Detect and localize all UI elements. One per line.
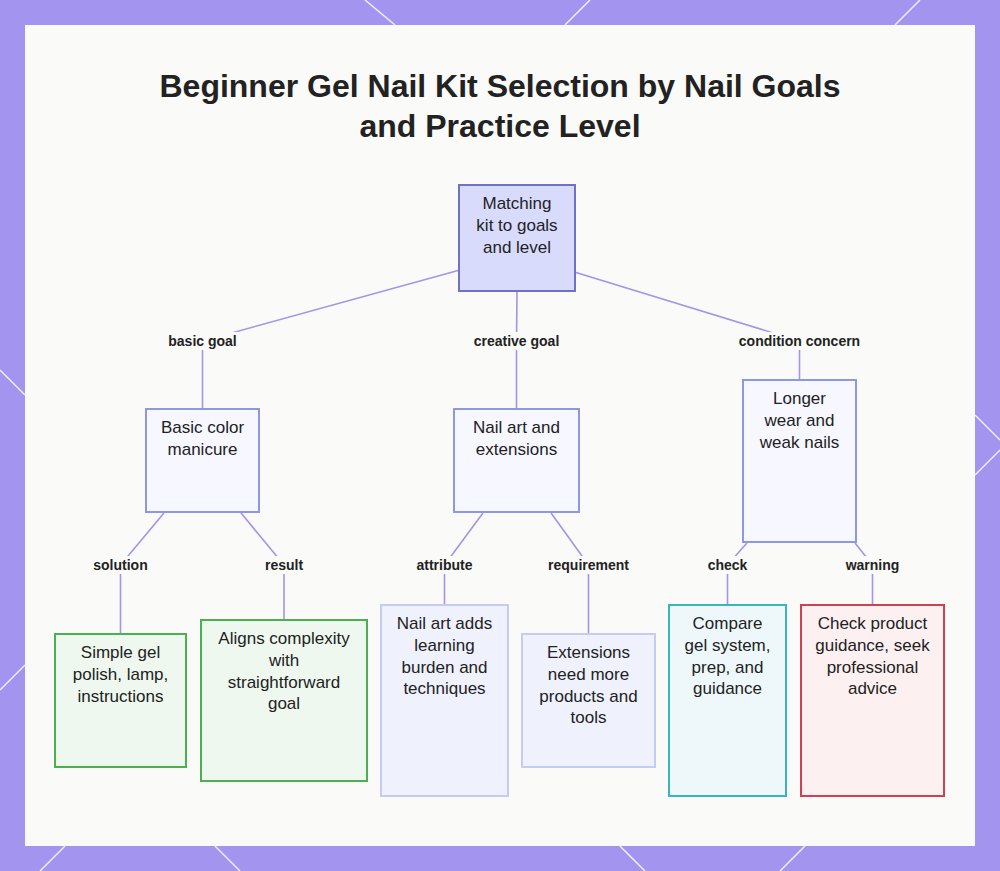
- process-box: Basic color manicure: [145, 408, 260, 513]
- process-box: Extensions need more products and tools: [521, 633, 656, 768]
- decor-line: [895, 0, 920, 25]
- decor-line: [565, 0, 590, 25]
- node-text: Compare gel system, prep, and guidance: [680, 613, 775, 700]
- edge-label: result: [262, 556, 306, 574]
- process-box: Simple gel polish, lamp, instructions: [54, 633, 187, 768]
- process-box: Check product guidance, seek professiona…: [800, 604, 945, 797]
- connector-line: [576, 273, 800, 379]
- node-text: Check product guidance, seek professiona…: [814, 613, 931, 700]
- node-text: Nail art and extensions: [465, 417, 568, 461]
- edge-label: creative goal: [471, 332, 563, 350]
- decor-line: [975, 450, 1000, 475]
- process-box: Aligns complexity with straightforward g…: [200, 619, 368, 782]
- edge-label: solution: [90, 556, 150, 574]
- node-text: Basic color manicure: [157, 417, 248, 461]
- node-text: Simple gel polish, lamp, instructions: [70, 642, 171, 707]
- process-box: Matching kit to goals and level: [458, 184, 576, 292]
- edge-label: attribute: [414, 556, 476, 574]
- edge-label: condition concern: [736, 332, 863, 350]
- node-text: Longer wear and weak nails: [754, 388, 845, 453]
- edge-label: check: [705, 556, 751, 574]
- process-box: Nail art adds learning burden and techni…: [380, 604, 509, 797]
- edge-label: basic goal: [165, 332, 239, 350]
- decor-line: [215, 846, 240, 871]
- decor-line: [0, 370, 25, 395]
- decor-line: [620, 846, 645, 871]
- node-text: Matching kit to goals and level: [472, 193, 562, 258]
- node-text: Nail art adds learning burden and techni…: [394, 613, 495, 700]
- connector-line: [203, 270, 459, 408]
- decor-line: [365, 0, 395, 25]
- process-box: Compare gel system, prep, and guidance: [668, 604, 787, 797]
- process-box: Nail art and extensions: [453, 408, 580, 513]
- node-text: Aligns complexity with straightforward g…: [216, 628, 352, 715]
- edge-label: requirement: [545, 556, 632, 574]
- decor-line: [0, 665, 25, 690]
- process-box: Longer wear and weak nails: [742, 379, 857, 543]
- connector-line: [516, 292, 518, 408]
- decor-line: [780, 846, 805, 871]
- node-text: Extensions need more products and tools: [535, 642, 642, 729]
- edge-label: warning: [843, 556, 903, 574]
- decor-line: [975, 415, 1000, 440]
- decor-line: [40, 846, 65, 871]
- diagram-title: Beginner Gel Nail Kit Selection by Nail …: [150, 66, 850, 146]
